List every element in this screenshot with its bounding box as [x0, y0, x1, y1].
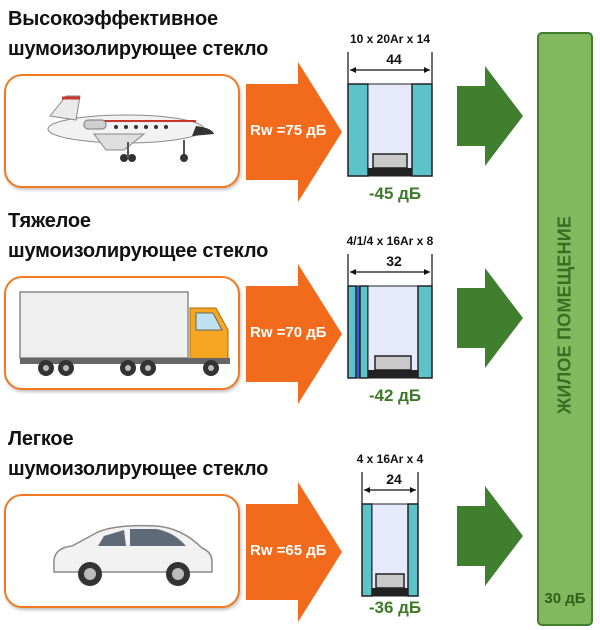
row-high-efficiency: Высокоэффективное шумоизолирующее стекло [0, 4, 530, 204]
glass-spec: 4/1/4 x 16Ar x 8 [346, 234, 434, 248]
row-title: Легкое шумоизолирующее стекло [8, 424, 268, 484]
green-arrow-icon [457, 66, 523, 166]
glass-unit-icon [347, 52, 433, 177]
green-arrow-icon [457, 268, 523, 368]
glass-width: 24 [386, 471, 402, 487]
rw-label: Rw =70 дБ [250, 324, 327, 341]
row-light: Легкое шумоизолирующее стекло Rw =65 дБ … [0, 424, 530, 624]
living-room-label: ЖИЛОЕ ПОМЕЩЕНИЕ [554, 215, 575, 415]
vehicle-card [4, 276, 240, 390]
living-room-bar [537, 32, 593, 626]
rw-label: Rw =65 дБ [250, 542, 327, 559]
truck-icon [19, 291, 230, 376]
glass-spec: 10 x 20Ar x 14 [349, 32, 431, 46]
title-line-2: шумоизолирующее стекло [8, 458, 269, 480]
glass-unit-icon [347, 254, 433, 379]
glass-spec: 4 x 16Ar x 4 [356, 452, 424, 466]
title-line-2: шумоизолирующее стекло [8, 240, 269, 262]
title-line-1: Высокоэффективное [8, 8, 218, 30]
vehicle-card [4, 74, 240, 188]
noise-reduction: -42 дБ [368, 386, 422, 405]
orange-arrow-icon [246, 62, 342, 202]
noise-reduction: -45 дБ [368, 184, 422, 203]
orange-arrow-icon [246, 482, 342, 622]
row-title: Высокоэффективное шумоизолирующее стекло [8, 4, 268, 64]
row-title: Тяжелое шумоизолирующее стекло [8, 206, 268, 266]
row-heavy: Тяжелое шумоизолирующее стекло Rw =70 дБ… [0, 206, 530, 406]
vehicle-card [4, 494, 240, 608]
noise-reduction: -36 дБ [368, 598, 422, 617]
orange-arrow-icon [246, 264, 342, 404]
green-arrow-icon [457, 486, 523, 586]
car-icon [53, 524, 213, 586]
glass-width: 32 [386, 253, 402, 269]
title-line-2: шумоизолирующее стекло [8, 38, 269, 60]
glass-unit-icon [361, 472, 419, 597]
living-room-level: 30 дБ [544, 590, 586, 607]
rw-label: Rw =75 дБ [250, 122, 327, 139]
title-line-1: Легкое [8, 428, 74, 450]
title-line-1: Тяжелое [8, 210, 91, 232]
living-room-panel: ЖИЛОЕ ПОМЕЩЕНИЕ 30 дБ [537, 32, 593, 626]
airplane-icon [47, 95, 214, 162]
glass-width: 44 [386, 51, 402, 67]
